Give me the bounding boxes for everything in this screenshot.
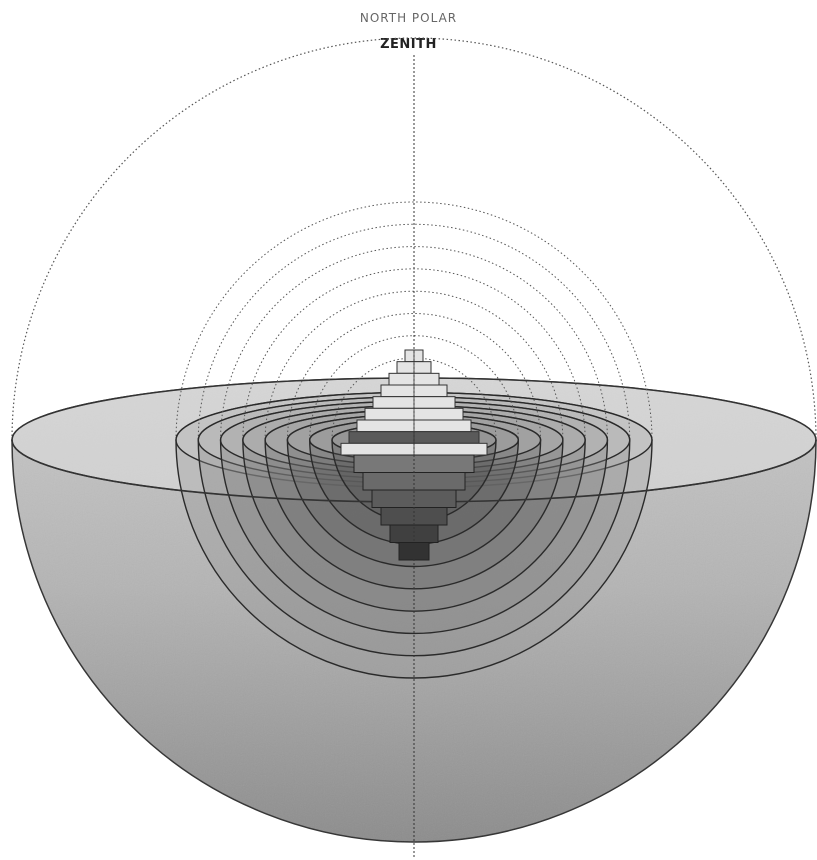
concentric-spheres-diagram	[0, 0, 817, 860]
